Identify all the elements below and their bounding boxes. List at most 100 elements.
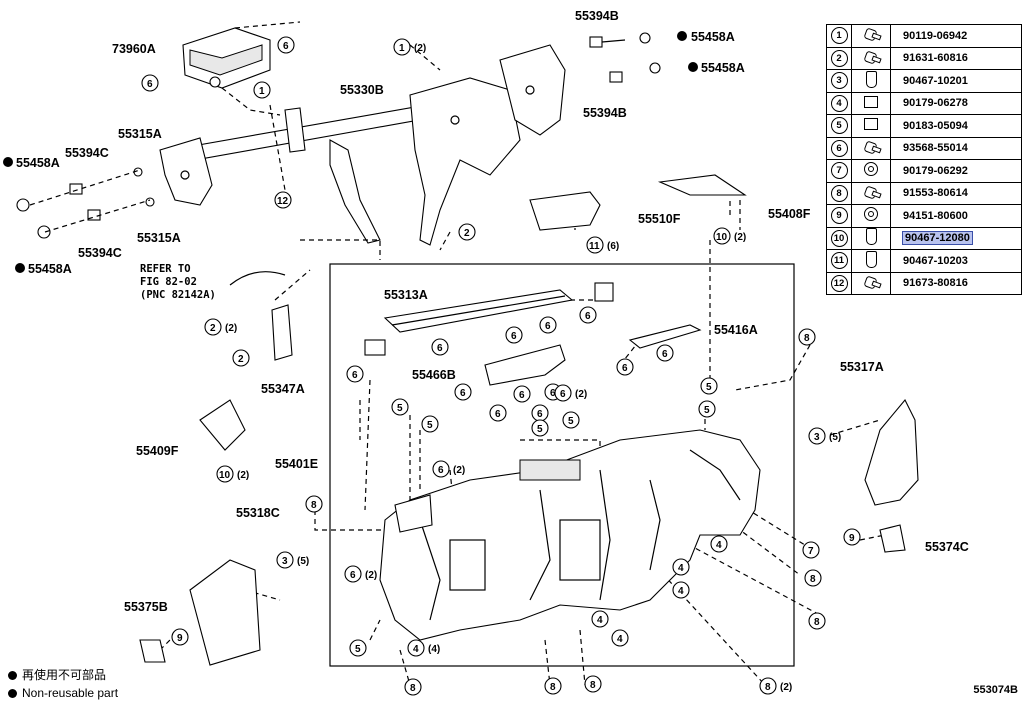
svg-text:1: 1 [259,86,265,97]
side-panel-55317A [864,399,919,506]
legend-part-number[interactable]: 90467-12080 [902,231,973,246]
svg-text:8: 8 [765,682,771,693]
legend-row: 1 90119-06942 [826,24,1022,48]
legend-part-number[interactable]: 93568-55014 [903,142,968,155]
refer-line-3: (PNC 82142A) [140,289,216,301]
svg-text:5: 5 [537,424,543,435]
legend-part-number[interactable]: 90467-10201 [903,74,968,87]
svg-text:2: 2 [464,228,470,239]
label-55315A-bot: 55315A [137,231,181,245]
svg-text:6: 6 [662,349,668,360]
svg-text:5: 5 [706,382,712,393]
label-55408F: 55408F [768,207,811,221]
legend-part-number[interactable]: 90179-06292 [903,164,968,177]
screw-icon [863,50,879,64]
svg-text:8: 8 [810,574,816,585]
label-55394B-top: 55394B [575,9,619,23]
nut-icon [864,162,878,177]
svg-text:8: 8 [550,682,556,693]
svg-text:8: 8 [804,333,810,344]
legend-row: 2 91631-60816 [826,46,1022,70]
svg-text:4: 4 [617,634,623,645]
svg-text:6: 6 [350,570,356,581]
legend-part-number[interactable]: 91631-60816 [903,52,968,65]
legend-number: 1 [830,27,848,45]
refer-line-2: FIG 82-02 [140,276,197,288]
svg-text:6: 6 [519,390,525,401]
svg-text:5: 5 [568,416,574,427]
clip-part-right [594,282,614,302]
bracket-55375B [139,639,166,663]
legend-part-number[interactable]: 90119-06942 [903,29,968,42]
panel-enclosure-box [329,263,795,667]
legend-number: 3 [830,72,848,90]
legend-part-number[interactable]: 94151-80600 [903,209,968,222]
screw-icon [863,185,879,199]
svg-text:4: 4 [678,586,684,597]
legend-row: 7 90179-06292 [826,159,1022,183]
legend-row: 4 90179-06278 [826,91,1022,115]
legend-number: 11 [830,252,848,270]
svg-text:6: 6 [352,370,358,381]
svg-text:8: 8 [814,617,820,628]
label-55401E: 55401E [275,457,318,471]
panel-55409F [199,399,246,451]
label-55510F: 55510F [638,212,681,226]
clip-nut-icon [864,95,878,108]
label-55458A-left: 55458A [16,156,60,170]
non-reusable-dot-icon [8,671,17,680]
svg-text:5: 5 [397,403,403,414]
svg-text:6: 6 [550,388,556,399]
svg-text:6: 6 [147,79,153,90]
svg-text:6: 6 [560,389,566,400]
callouts: 6 6 1 (2) 1 12 2 11 (6) 10 (2) 2 (2) 2 6… [141,36,861,696]
svg-text:(2): (2) [780,682,792,693]
svg-text:4: 4 [716,540,722,551]
legend-part-number[interactable]: 90179-06278 [903,97,968,110]
svg-text:6: 6 [622,363,628,374]
clip-icon [865,250,877,268]
clip-nut-icon [864,118,878,131]
legend-row: 3 90467-10201 [826,69,1022,93]
svg-text:(4): (4) [428,644,440,655]
legend-number: 4 [830,94,848,112]
label-55416A: 55416A [714,323,758,337]
legend-part-number[interactable]: 91673-80816 [903,277,968,290]
svg-text:6: 6 [438,465,444,476]
legend-number: 7 [830,162,848,180]
svg-text:6: 6 [545,321,551,332]
legend-part-number[interactable]: 90467-10203 [903,254,968,267]
svg-text:6: 6 [511,331,517,342]
bracket-55416A [628,324,702,349]
label-55458A-top: 55458A [691,30,735,44]
svg-text:(2): (2) [237,470,249,481]
legend-number: 2 [830,49,848,67]
legend-number: 5 [830,117,848,135]
legend-part-number[interactable]: 90183-05094 [903,119,968,132]
svg-text:12: 12 [277,196,289,207]
svg-text:8: 8 [311,500,317,511]
svg-text:11: 11 [589,241,600,252]
clip-icon [865,70,877,88]
legend-part-number[interactable]: 91553-80614 [903,187,968,200]
svg-text:10: 10 [716,232,728,243]
legend-number: 9 [830,207,848,225]
fastener-legend-table: 1 90119-06942 2 91631-60816 3 90467-10201 4 901… [826,24,1022,295]
label-55347A: 55347A [261,382,305,396]
label-55394B-mid: 55394B [583,106,627,120]
footnotes: 再使用不可部品 Non-reusable part [8,666,118,702]
upper-panel-cover [383,289,574,333]
svg-text:3: 3 [814,432,820,443]
panel-55318C [189,559,261,666]
box-55510F [529,191,601,231]
screw-icon [863,140,879,154]
svg-text:3: 3 [282,556,288,567]
label-55458A-mid: 55458A [701,61,745,75]
refer-line-1: REFER TO [140,263,191,275]
label-55330B: 55330B [340,83,384,97]
